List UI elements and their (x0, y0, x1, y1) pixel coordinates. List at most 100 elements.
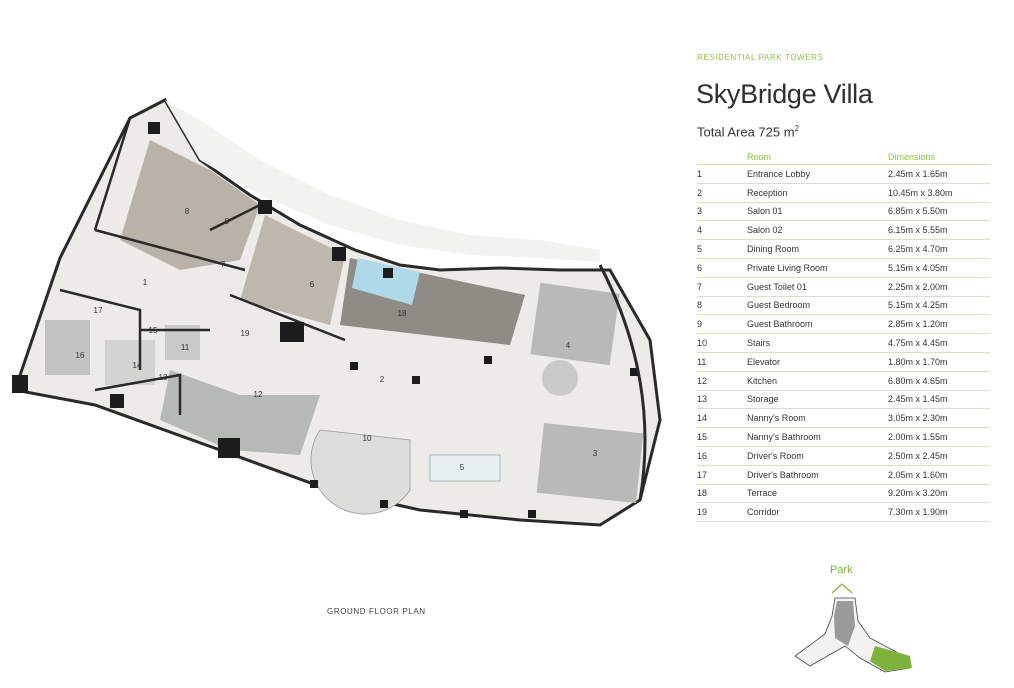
room-name: Nanny's Bathroom (747, 427, 888, 447)
guest-bedroom-floor (120, 140, 260, 270)
room-dimensions: 2.05m x 1.60m (888, 465, 990, 485)
room-name: Salon 01 (747, 202, 888, 222)
room-number: 7 (697, 277, 747, 297)
room-dimensions: 2.85m x 1.20m (888, 314, 990, 335)
room-number: 15 (697, 427, 747, 447)
room-label-6: 6 (310, 280, 315, 289)
total-area: Total Area 725 m2 (697, 124, 799, 139)
room-name: Driver's Bathroom (747, 465, 888, 485)
room-number: 13 (697, 390, 747, 410)
room-label-2: 2 (380, 375, 385, 384)
room-dimensions: 7.30m x 1.90m (888, 502, 990, 523)
room-label-7: 7 (221, 260, 226, 269)
room-number: 12 (697, 371, 747, 391)
room-number: 8 (697, 296, 747, 316)
room-label-11: 11 (181, 343, 190, 352)
salon-01-rug (536, 422, 644, 504)
room-number: 4 (697, 220, 747, 241)
room-dimensions: 6.85m x 5.50m (888, 202, 990, 222)
private-living-floor (240, 215, 345, 325)
park-label: Park (830, 564, 853, 576)
room-dimensions: 6.25m x 4.70m (888, 239, 990, 259)
room-name: Storage (747, 390, 888, 410)
room-dimensions: 2.25m x 2.00m (888, 277, 990, 297)
room-dimensions: 2.45m x 1.45m (888, 390, 990, 410)
room-name: Reception (747, 183, 888, 203)
room-name: Driver's Room (747, 446, 888, 466)
tower-core (834, 601, 855, 646)
kitchen-floor (160, 370, 320, 455)
room-label-10: 10 (363, 434, 372, 443)
nanny-room-floor (105, 340, 155, 385)
room-dimensions: 2.00m x 1.55m (888, 427, 990, 447)
salon-02-table (542, 360, 578, 396)
stairs (310, 429, 411, 515)
pool (352, 258, 420, 305)
room-name: Private Living Room (747, 258, 888, 278)
right-facade (598, 264, 647, 501)
room-label-18: 18 (398, 309, 407, 318)
room-label-14: 14 (133, 361, 142, 370)
driver-room-floor (45, 320, 90, 375)
room-name: Corridor (747, 502, 888, 523)
room-name: Dining Room (747, 239, 888, 259)
room-label-12: 12 (254, 390, 263, 399)
room-dimensions: 10.45m x 3.80m (888, 183, 990, 203)
ground-floor-plan: 1 2 3 4 5 6 7 8 9 10 11 12 13 14 15 16 1… (12, 98, 662, 527)
key-map (794, 583, 912, 673)
room-dimensions: 4.75m x 4.45m (888, 333, 990, 353)
room-name: Guest Bathroom (747, 314, 888, 335)
room-name: Terrace (747, 484, 888, 504)
room-name: Guest Bedroom (747, 296, 888, 316)
room-number: 10 (697, 333, 747, 353)
room-number: 11 (697, 352, 747, 372)
room-label-8: 8 (185, 207, 190, 216)
room-number: 5 (697, 239, 747, 259)
room-dimensions: 1.80m x 1.70m (888, 352, 990, 372)
room-label-19: 19 (241, 329, 250, 338)
room-number: 9 (697, 314, 747, 335)
room-number: 18 (697, 484, 747, 504)
park-arrow-icon (831, 583, 853, 594)
room-dimensions: 2.50m x 2.45m (888, 446, 990, 466)
room-label-1: 1 (143, 278, 148, 287)
col-dimensions: Dimensions (888, 150, 990, 165)
room-dimensions: 6.15m x 5.55m (888, 220, 990, 241)
interior-walls (59, 117, 346, 415)
eyebrow-text: RESIDENTIAL PARK TOWERS (697, 53, 824, 62)
room-number: 1 (697, 164, 747, 184)
room-dimensions: 2.45m x 1.65m (888, 164, 990, 184)
total-area-unit: 2 (794, 124, 800, 133)
room-label-4: 4 (566, 341, 571, 350)
room-dimensions: 5.15m x 4.05m (888, 258, 990, 278)
columns (12, 122, 638, 518)
room-table-header: Room Dimensions (697, 150, 990, 165)
room-number: 17 (697, 465, 747, 485)
room-label-17: 17 (94, 306, 103, 315)
room-name: Guest Toilet 01 (747, 277, 888, 297)
room-label-5: 5 (460, 463, 465, 472)
room-number: 2 (697, 183, 747, 203)
room-number: 3 (697, 202, 747, 222)
room-name: Kitchen (747, 371, 888, 391)
room-number: 19 (697, 502, 747, 523)
room-number: 14 (697, 408, 747, 429)
